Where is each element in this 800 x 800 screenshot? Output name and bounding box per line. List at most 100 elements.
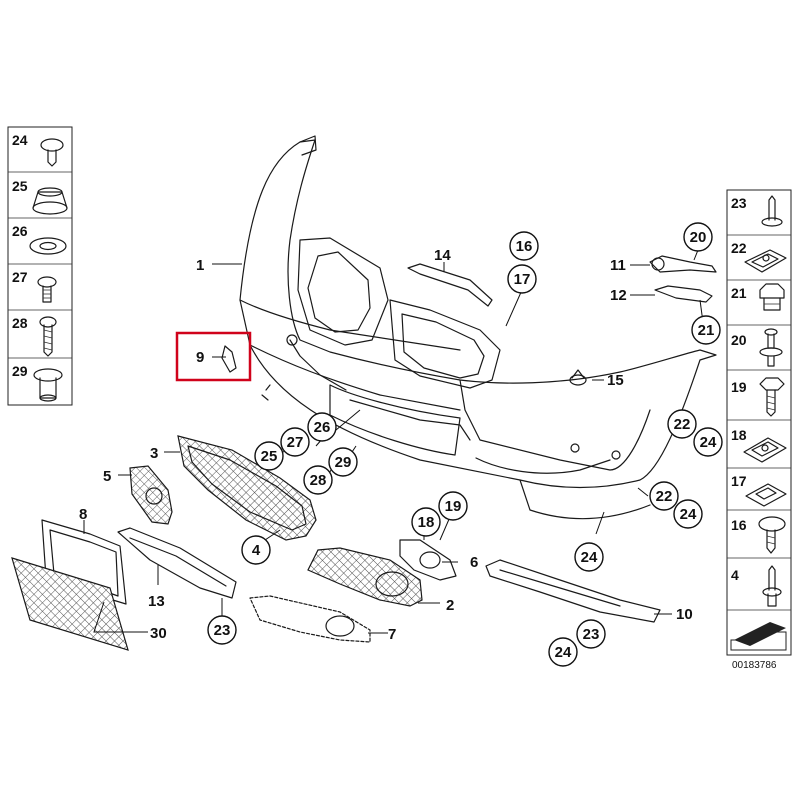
legend-num: 29 bbox=[12, 363, 28, 379]
square-nut-icon bbox=[745, 483, 787, 507]
expanding-rivet-icon bbox=[37, 276, 57, 303]
direction-arrow-icon bbox=[730, 622, 787, 651]
callout-label: 2 bbox=[446, 597, 454, 614]
svg-text:4: 4 bbox=[252, 542, 261, 559]
svg-text:17: 17 bbox=[514, 271, 531, 288]
svg-text:24: 24 bbox=[555, 644, 572, 661]
svg-text:29: 29 bbox=[335, 454, 352, 471]
circled-labels: 16 17 20 21 22 24 26 27 25 28 29 19 18 4… bbox=[207, 222, 723, 667]
legend-num: 18 bbox=[731, 427, 747, 443]
bumper-cover bbox=[239, 135, 717, 520]
callout-circle: 24 bbox=[693, 427, 723, 457]
washer-icon bbox=[29, 237, 67, 255]
callout-label: 6 bbox=[470, 554, 478, 571]
clip-rivet-icon bbox=[761, 195, 783, 227]
callout-circle: 28 bbox=[303, 465, 333, 495]
bolt-rivet-icon bbox=[759, 328, 783, 367]
callout-circle: 19 bbox=[438, 491, 468, 521]
callout-circle: 18 bbox=[411, 507, 441, 537]
bracket-part-12 bbox=[654, 285, 713, 303]
bracket-part-11 bbox=[649, 255, 717, 273]
legend-num: 25 bbox=[12, 178, 28, 194]
left-parts-legend: 24 25 26 27 28 bbox=[7, 126, 73, 406]
callout-label: 3 bbox=[150, 445, 158, 462]
reference-number: 00183786 bbox=[732, 660, 777, 671]
callout-circle: 16 bbox=[509, 231, 539, 261]
part-9-highlight bbox=[175, 331, 252, 382]
callout-circle: 26 bbox=[307, 412, 337, 442]
svg-text:25: 25 bbox=[261, 448, 278, 465]
plastic-rivet-icon bbox=[762, 565, 782, 607]
legend-num: 28 bbox=[12, 315, 28, 331]
legend-num: 4 bbox=[731, 567, 739, 583]
legend-num: 23 bbox=[731, 195, 747, 211]
svg-text:27: 27 bbox=[287, 434, 304, 451]
callout-circle: 24 bbox=[548, 637, 578, 667]
callout-circle: 4 bbox=[241, 535, 271, 565]
callout-label: 14 bbox=[434, 247, 451, 264]
screw-icon bbox=[39, 316, 57, 357]
callout-circle: 23 bbox=[576, 619, 606, 649]
callout-label: 10 bbox=[676, 606, 693, 623]
expanding-nut-icon bbox=[759, 283, 785, 311]
svg-text:28: 28 bbox=[310, 472, 327, 489]
clip-nut-icon bbox=[743, 437, 787, 463]
callout-label: 8 bbox=[79, 506, 87, 523]
svg-text:20: 20 bbox=[690, 229, 707, 246]
legend-num: 26 bbox=[12, 223, 28, 239]
legend-num: 27 bbox=[12, 269, 28, 285]
callout-circle: 27 bbox=[280, 427, 310, 457]
callout-label: 12 bbox=[610, 287, 627, 304]
callout-label: 9 bbox=[196, 349, 204, 366]
callout-circle: 21 bbox=[691, 315, 721, 345]
legend-num: 24 bbox=[12, 132, 28, 148]
svg-text:19: 19 bbox=[445, 498, 462, 515]
lower-trim-part-13 bbox=[117, 527, 237, 599]
callout-label: 7 bbox=[388, 626, 396, 643]
legend-num: 16 bbox=[731, 517, 747, 533]
callout-label: 13 bbox=[148, 593, 165, 610]
svg-text:24: 24 bbox=[700, 434, 717, 451]
legend-num: 20 bbox=[731, 332, 747, 348]
callout-circle: 20 bbox=[683, 222, 713, 252]
callout-circle: 24 bbox=[673, 499, 703, 529]
callout-label: 15 bbox=[607, 372, 624, 389]
callout-label: 1 bbox=[196, 257, 204, 274]
spring-nut-icon bbox=[744, 249, 787, 273]
callout-circle: 22 bbox=[667, 409, 697, 439]
svg-text:22: 22 bbox=[656, 488, 673, 505]
round-head-screw-icon bbox=[758, 516, 786, 554]
fog-bracket-part-6 bbox=[399, 539, 457, 581]
callout-circle: 25 bbox=[254, 441, 284, 471]
svg-text:22: 22 bbox=[674, 416, 691, 433]
legend-num: 21 bbox=[731, 285, 747, 301]
callout-label: 30 bbox=[150, 625, 167, 642]
svg-text:26: 26 bbox=[314, 419, 331, 436]
svg-text:18: 18 bbox=[418, 514, 435, 531]
callout-circle: 23 bbox=[207, 615, 237, 645]
plug-part-15 bbox=[569, 369, 587, 386]
callout-circle: 29 bbox=[328, 447, 358, 477]
callout-circle: 17 bbox=[507, 264, 537, 294]
mesh-panel-part-30 bbox=[11, 557, 129, 651]
legend-num: 17 bbox=[731, 473, 747, 489]
fog-cover-part-7 bbox=[249, 595, 371, 643]
legend-num: 22 bbox=[731, 240, 747, 256]
side-trim-part-10 bbox=[485, 559, 661, 623]
svg-text:23: 23 bbox=[583, 626, 600, 643]
side-insert-part-5 bbox=[129, 465, 173, 525]
rubber-buffer-icon bbox=[32, 187, 68, 215]
callout-label: 11 bbox=[610, 257, 626, 274]
callout-label: 5 bbox=[103, 468, 111, 485]
svg-text:23: 23 bbox=[214, 622, 231, 639]
svg-text:24: 24 bbox=[680, 506, 697, 523]
fog-light-grille bbox=[307, 547, 423, 607]
push-rivet-icon bbox=[40, 138, 64, 167]
callout-circle: 22 bbox=[649, 481, 679, 511]
right-parts-legend: 23 22 21 20 19 bbox=[726, 189, 792, 656]
trim-strip-part bbox=[407, 263, 493, 307]
callout-circle: 24 bbox=[574, 542, 604, 572]
svg-text:21: 21 bbox=[698, 322, 715, 339]
legend-num: 19 bbox=[731, 379, 747, 395]
